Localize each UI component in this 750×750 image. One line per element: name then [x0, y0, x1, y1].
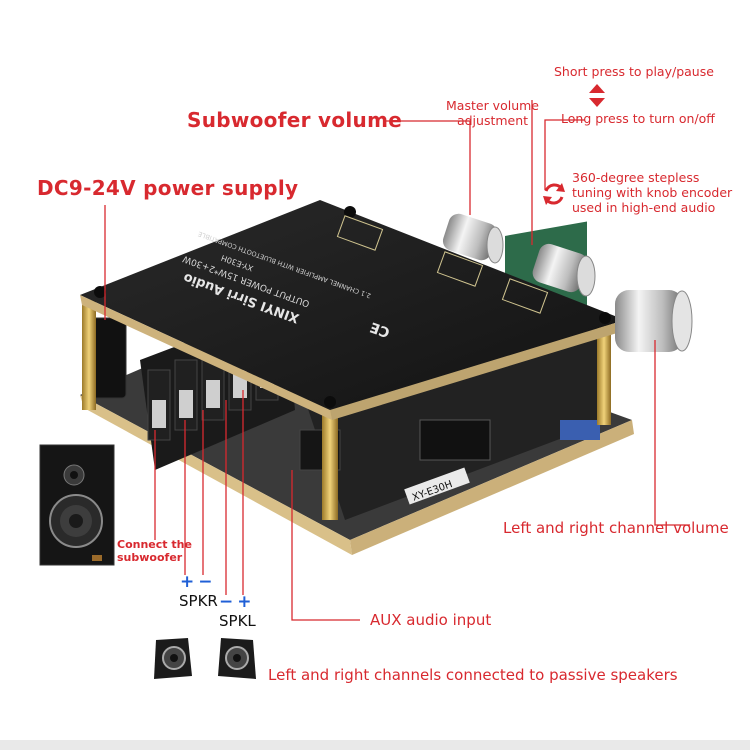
- knob-lr-volume[interactable]: [615, 290, 693, 352]
- ce-mark: CE: [368, 318, 392, 340]
- label-connect-subwoofer: Connect the subwoofer: [117, 538, 192, 564]
- label-passive-speakers: Left and right channels connected to pas…: [268, 666, 678, 684]
- gold-standoff: [82, 300, 96, 410]
- label-subwoofer-volume: Subwoofer volume: [187, 108, 403, 132]
- up-down-triangles-icon: [589, 84, 605, 107]
- mini-speaker-icon: [218, 638, 256, 679]
- label-spkr: SPKR: [179, 592, 218, 610]
- plus-sign: +: [237, 592, 252, 612]
- gold-standoff: [597, 320, 611, 425]
- gold-standoff: [322, 410, 338, 520]
- knob-master[interactable]: [530, 241, 596, 297]
- knob-subwoofer[interactable]: [440, 211, 504, 264]
- bottom-bar: [0, 740, 750, 750]
- minus-sign: −: [219, 592, 234, 612]
- plus-sign: +: [180, 572, 195, 592]
- rotate-arrows-icon: [543, 183, 565, 205]
- label-power-supply: DC9-24V power supply: [37, 176, 299, 200]
- label-lr-volume: Left and right channel volume: [503, 519, 729, 537]
- label-stepless: 360-degree stepless tuning with knob enc…: [572, 170, 733, 215]
- speaker-box-icon: [39, 444, 115, 566]
- label-spkl: SPKL: [219, 612, 256, 630]
- label-aux: AUX audio input: [370, 611, 492, 629]
- spkl-polarity: −+: [219, 592, 252, 612]
- label-short-press: Short press to play/pause: [554, 64, 714, 79]
- minus-sign: −: [198, 572, 213, 592]
- top-plate: [80, 200, 627, 420]
- label-master-volume: Master volume adjustment: [446, 98, 539, 128]
- label-long-press: Long press to turn on/off: [561, 111, 715, 126]
- mini-speaker-icon: [154, 638, 192, 679]
- spkr-polarity: +−: [180, 572, 213, 592]
